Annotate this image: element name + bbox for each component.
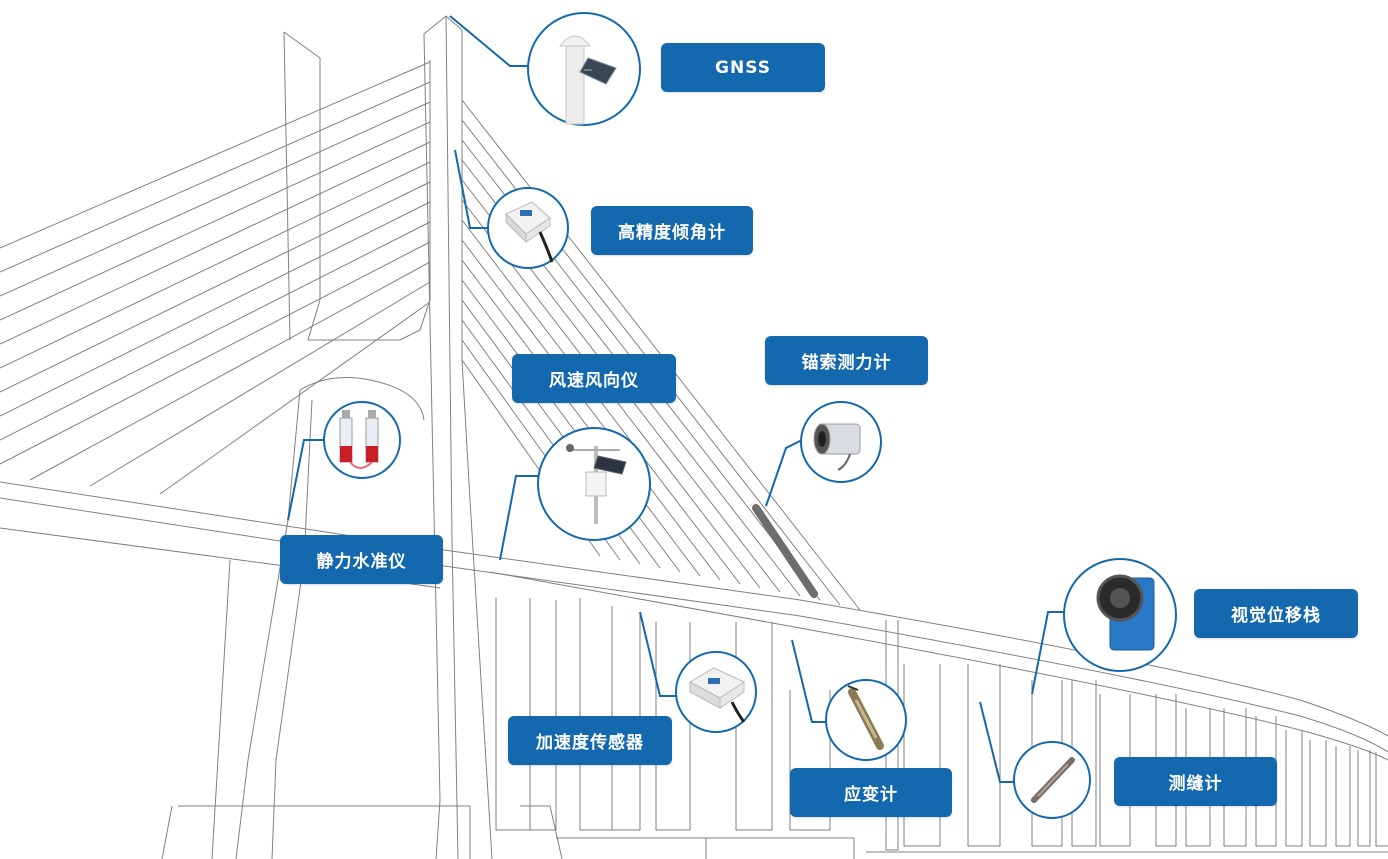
vision-displacement-device-icon	[1063, 558, 1177, 672]
gnss-device-icon	[527, 12, 641, 126]
strain-label-text: 应变计	[844, 785, 898, 805]
crack-label-text: 测缝计	[1168, 774, 1223, 794]
wind-label: 风速风向仪	[512, 354, 676, 403]
strain-gauge-device-icon	[825, 679, 907, 761]
vision-label: 视觉位移栈	[1194, 589, 1358, 638]
wind-label-text: 风速风向仪	[549, 371, 639, 391]
anchor-cable-label-text: 锚索测力计	[801, 353, 892, 373]
inclinometer-device-icon	[487, 187, 569, 269]
accelerometer-label-text: 加速度传感器	[536, 733, 644, 753]
leveling-label-text: 静力水准仪	[316, 552, 407, 572]
anchor-meter-device-icon	[800, 401, 882, 483]
crack-label: 测缝计	[1114, 757, 1277, 806]
anchor-cable-label: 锚索测力计	[765, 336, 928, 385]
inclinometer-label-text: 高精度倾角计	[618, 223, 726, 243]
wind-sensor-device-icon	[537, 427, 651, 541]
leveling-label: 静力水准仪	[280, 535, 443, 584]
strain-label: 应变计	[790, 768, 952, 817]
gnss-label: GNSS	[661, 43, 825, 92]
accelerometer-device-icon	[675, 651, 757, 733]
gnss-label-text: GNSS	[715, 57, 771, 78]
leader-lines	[287, 15, 1066, 783]
accelerometer-label: 加速度传感器	[508, 716, 672, 765]
anchor-cable	[752, 504, 818, 598]
leveling-device-icon	[323, 401, 401, 479]
inclinometer-label: 高精度倾角计	[591, 206, 753, 255]
crack-meter-device-icon	[1013, 741, 1091, 819]
bridge-outline	[0, 15, 1388, 859]
vision-label-text: 视觉位移栈	[1231, 606, 1321, 626]
